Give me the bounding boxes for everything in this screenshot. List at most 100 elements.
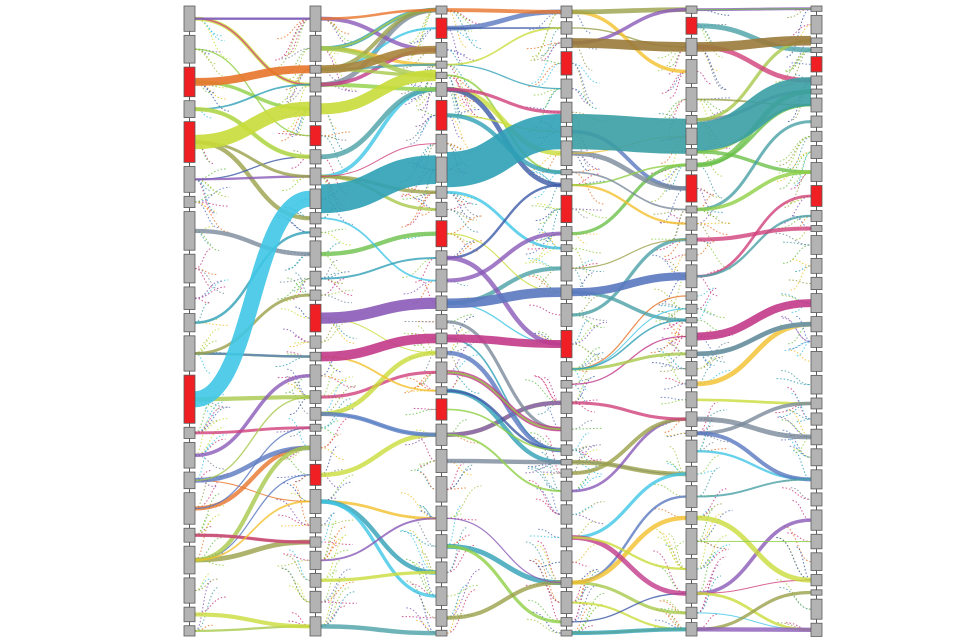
node <box>435 386 448 396</box>
major-flow-link <box>320 155 437 214</box>
flow-link <box>696 431 812 482</box>
minor-flow <box>696 529 714 570</box>
flow-link <box>194 427 311 510</box>
flow-link <box>696 401 812 436</box>
minor-flow <box>571 208 607 219</box>
node <box>810 210 823 222</box>
minor-flow <box>320 549 349 561</box>
minor-flow <box>295 306 311 319</box>
minor-flow <box>665 377 687 385</box>
flow-link <box>194 396 311 482</box>
minor-flow <box>696 508 715 542</box>
node <box>685 316 698 324</box>
minor-flow <box>320 474 340 489</box>
minor-flow <box>795 265 812 273</box>
minor-flow <box>194 520 213 561</box>
flow-link <box>320 499 437 575</box>
minor-flow <box>696 25 723 58</box>
highlighted-node <box>685 174 698 203</box>
node <box>685 465 698 483</box>
minor-flow <box>660 187 687 224</box>
node <box>685 158 698 172</box>
minor-flow <box>320 402 357 429</box>
minor-flow <box>320 541 353 545</box>
minor-flow <box>571 247 604 254</box>
node <box>435 609 448 627</box>
node <box>685 248 698 262</box>
minor-flow <box>794 24 812 40</box>
minor-flow <box>446 74 482 119</box>
minor-flow <box>400 492 437 519</box>
minor-flow <box>286 278 311 302</box>
node <box>560 21 573 35</box>
minor-flow <box>525 541 562 584</box>
minor-flow <box>446 208 463 214</box>
minor-flow <box>696 540 726 549</box>
minor-flow-layer <box>194 8 812 634</box>
node <box>309 76 322 93</box>
flow-link <box>571 319 687 370</box>
minor-flow <box>529 11 562 31</box>
flow-link <box>320 624 437 636</box>
minor-flow <box>194 268 213 288</box>
minor-flow <box>787 49 812 82</box>
flow-link <box>446 8 562 14</box>
minor-flow <box>194 108 212 119</box>
minor-flow <box>446 191 481 217</box>
node <box>685 391 698 409</box>
minor-flow <box>446 191 473 219</box>
node <box>810 97 823 113</box>
flow-layer <box>193 7 812 636</box>
node <box>435 476 448 503</box>
flow-link <box>696 150 812 174</box>
node <box>685 349 698 358</box>
flow-link <box>571 592 687 623</box>
minor-flow <box>446 240 477 259</box>
minor-flow <box>661 337 687 355</box>
node <box>810 469 823 490</box>
minor-flow <box>536 544 562 584</box>
minor-flow <box>407 88 437 101</box>
highlighted-node <box>183 66 196 98</box>
flow-link <box>320 8 437 20</box>
minor-flow <box>571 568 599 584</box>
minor-flow <box>535 208 562 221</box>
minor-flow <box>409 529 437 573</box>
node <box>810 130 823 142</box>
minor-flow <box>783 241 812 246</box>
node <box>309 5 322 32</box>
minor-flow <box>194 328 220 354</box>
node <box>435 71 448 79</box>
minor-flow <box>446 517 479 521</box>
node <box>183 34 196 64</box>
flow-link <box>571 627 687 636</box>
minor-flow <box>787 532 812 543</box>
minor-flow <box>277 559 311 567</box>
minor-flow <box>287 368 311 398</box>
minor-flow <box>778 135 812 174</box>
minor-flow <box>446 589 477 634</box>
minor-flow <box>194 318 220 324</box>
minor-flow <box>446 88 476 115</box>
flow-link <box>696 579 812 594</box>
node <box>183 313 196 333</box>
node <box>309 616 322 637</box>
minor-flow <box>696 455 721 475</box>
minor-flow <box>790 487 812 500</box>
minor-flow <box>796 315 812 343</box>
column-6 <box>810 5 823 637</box>
node <box>685 148 698 156</box>
flow-link <box>696 23 812 53</box>
minor-flow <box>414 143 437 165</box>
flow-link <box>446 580 562 620</box>
minor-flow <box>194 48 228 78</box>
minor-flow <box>288 549 311 581</box>
minor-flow <box>401 616 437 619</box>
minor-flow <box>543 60 562 64</box>
flow-link <box>320 499 437 598</box>
flow-link <box>446 27 562 66</box>
minor-flow <box>776 151 812 182</box>
flow-link <box>446 87 562 114</box>
node <box>810 162 823 182</box>
